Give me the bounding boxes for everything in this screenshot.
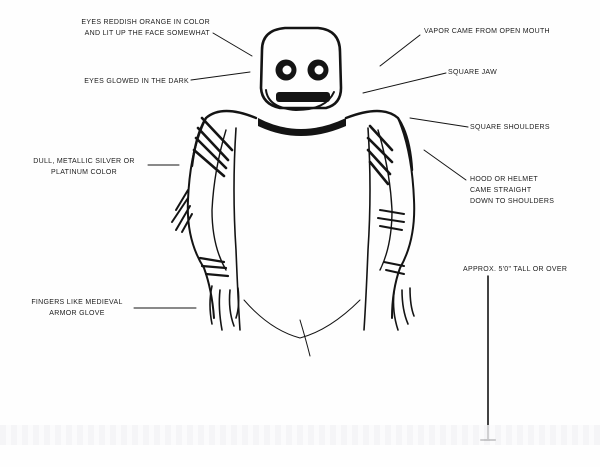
neck-shadow [258,118,346,136]
mouth-opening [276,92,330,102]
label-fingers: FINGERS LIKE MEDIEVAL ARMOR GLOVE [31,299,123,317]
left-eye-highlight [282,65,292,75]
label-hood: HOOD OR HELMET CAME STRAIGHT DOWN TO SHO… [470,176,555,205]
leader-square-shoulders [409,117,469,128]
right-glove [392,287,415,331]
label-height: APPROX. 5'0" TALL OR OVER [463,266,568,273]
leader-eyes-color [212,32,253,57]
body-right-side [363,127,371,331]
leader-eyes-glowed [190,71,251,81]
label-metallic: DULL, METALLIC SILVER OR PLATINUM COLOR [33,158,135,176]
helmet-outline [259,26,343,110]
label-vapor: VAPOR CAME FROM OPEN MOUTH [424,28,550,35]
leader-square-jaw [362,72,447,94]
right-arm [391,117,416,319]
scan-artifact-band [0,425,600,445]
leader-hood [423,149,467,181]
left-glove [209,285,240,331]
label-eyes-glowed: EYES GLOWED IN THE DARK [84,78,189,85]
leader-vapor [379,34,421,67]
label-square-jaw: SQUARE JAW [448,69,498,76]
label-square-shoulders: SQUARE SHOULDERS [470,124,550,131]
right-eye-highlight [314,65,324,75]
label-eyes-color: EYES REDDISH ORANGE IN COLOR AND LIT UP … [81,19,210,37]
left-arm [186,117,215,319]
